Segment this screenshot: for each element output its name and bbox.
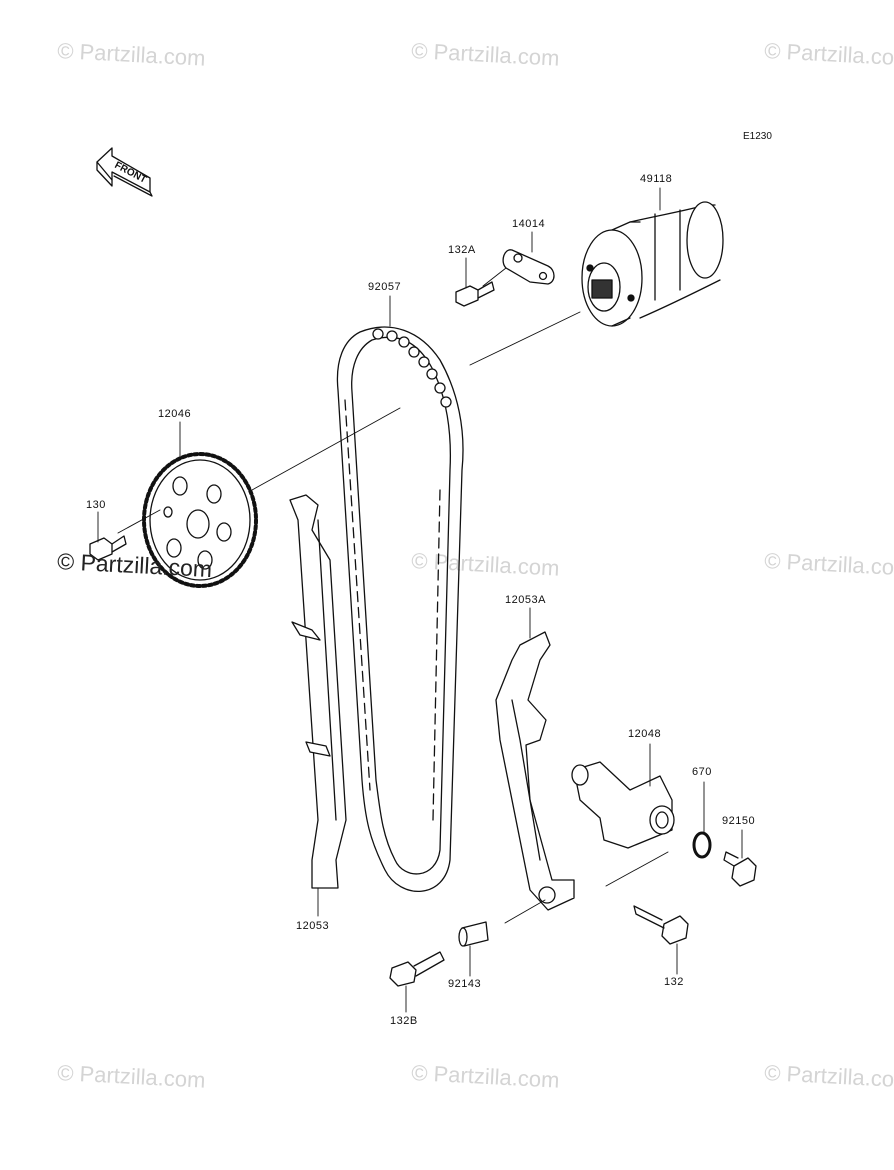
bolt-132-part (633, 905, 689, 945)
part-label-bolt-132[interactable]: 132 (664, 976, 684, 988)
oring-part (692, 831, 712, 859)
bolt-92150-part (723, 851, 757, 887)
guide-12053a-part (495, 631, 575, 911)
diagram-code: E1230 (743, 131, 772, 142)
part-label-oring[interactable]: 670 (692, 766, 712, 778)
part-label-guide-12053[interactable]: 12053 (296, 920, 330, 932)
part-label-plate[interactable]: 14014 (512, 218, 546, 230)
part-label-bolt-92150[interactable]: 92150 (722, 815, 756, 827)
camshaft-part (581, 201, 724, 327)
part-label-bolt-132b[interactable]: 132B (390, 1015, 418, 1027)
part-label-chain[interactable]: 92057 (368, 281, 402, 293)
collar-part (458, 921, 489, 947)
sprocket-part (142, 452, 258, 588)
guide-12053-part (289, 494, 347, 889)
bolt-130-part (89, 535, 127, 561)
bolt-132b-part (389, 951, 445, 987)
part-label-bolt-130[interactable]: 130 (86, 499, 106, 511)
plate-part (502, 249, 555, 285)
part-label-guide-12053a[interactable]: 12053A (505, 594, 546, 606)
tensioner-part (571, 761, 675, 849)
part-label-bolt-132a[interactable]: 132A (448, 244, 476, 256)
cam-chain-part (336, 326, 464, 893)
front-arrow-icon (96, 147, 153, 197)
bolt-132a-part (455, 281, 495, 307)
part-label-sprocket[interactable]: 12046 (158, 408, 192, 420)
part-label-camshaft[interactable]: 49118 (640, 173, 673, 185)
part-label-collar[interactable]: 92143 (448, 978, 482, 990)
part-label-tensioner[interactable]: 12048 (628, 728, 662, 740)
